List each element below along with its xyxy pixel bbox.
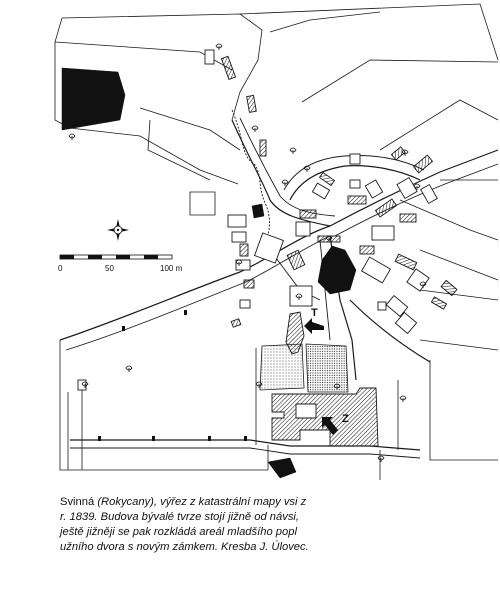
caption-text: (Rokycany), výřez z katastrální mapy vsi… bbox=[60, 496, 309, 553]
map-drawing: 0 50 100 m T Z bbox=[54, 3, 499, 480]
cadastral-map: 0 50 100 m T Z bbox=[54, 3, 499, 480]
solid-buildings bbox=[61, 67, 357, 479]
scale-label-0: 0 bbox=[58, 264, 63, 273]
zamek-marker: Z bbox=[322, 413, 349, 435]
buildings bbox=[77, 49, 458, 391]
boundary-markers bbox=[98, 310, 247, 441]
scale-bar: 0 50 100 m bbox=[58, 254, 183, 273]
caption-place: Svinná bbox=[60, 496, 95, 508]
tvrz-letter: T bbox=[311, 307, 318, 319]
courtyards bbox=[259, 343, 349, 393]
parcel-boundaries bbox=[54, 3, 499, 480]
tvrz-marker: T bbox=[304, 307, 324, 334]
brook bbox=[231, 109, 270, 251]
scale-label-50: 50 bbox=[105, 264, 114, 273]
map-caption: Svinná (Rokycany), výřez z katastrální m… bbox=[60, 495, 310, 555]
scale-label-100: 100 m bbox=[160, 264, 183, 273]
compass-rose bbox=[107, 219, 129, 241]
tree-symbols bbox=[68, 43, 427, 462]
zamek-letter: Z bbox=[342, 413, 349, 425]
